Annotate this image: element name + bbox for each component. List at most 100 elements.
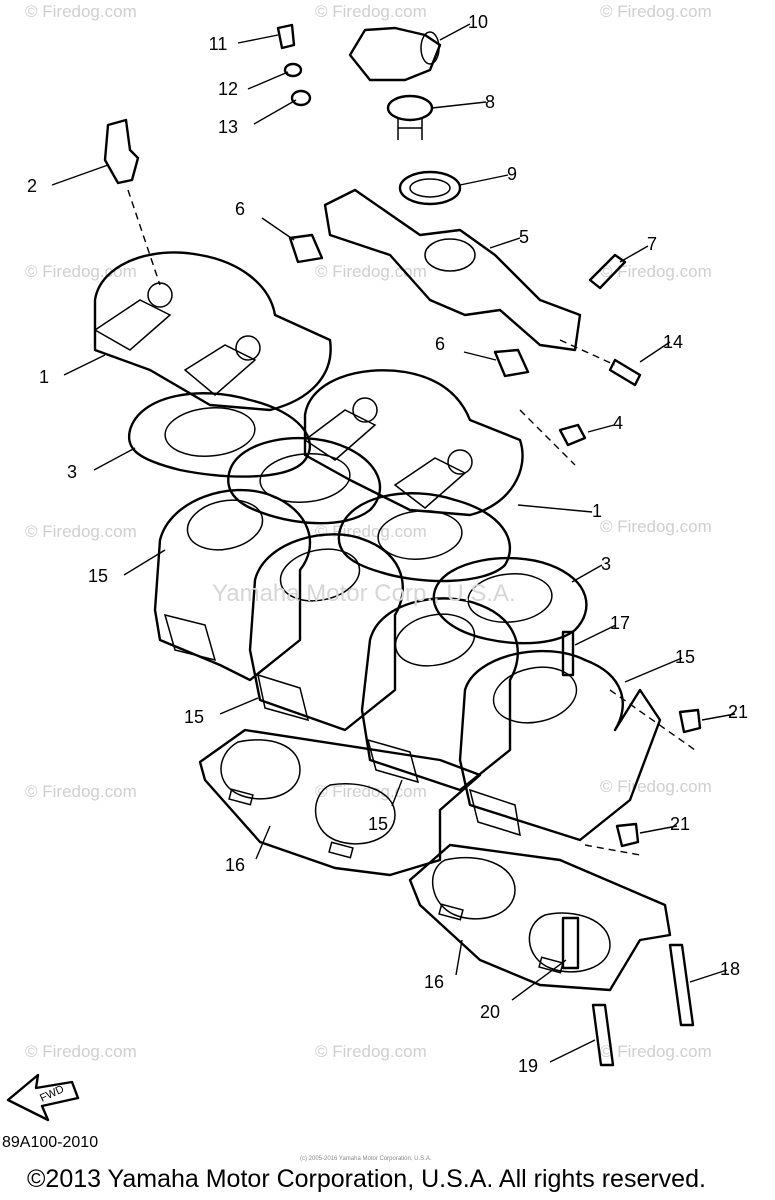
watermark: © Firedog.com [600, 517, 712, 536]
stud-17 [561, 630, 575, 677]
watermark: © Firedog.com [25, 262, 137, 281]
callout-number-6: 6 [235, 199, 245, 219]
callout-number-6: 6 [435, 334, 445, 354]
callout-number-16: 16 [424, 972, 444, 992]
nut-21 [615, 708, 702, 848]
callout-number-7: 7 [647, 234, 657, 254]
dowel-20 [561, 916, 580, 970]
gasket-6 [288, 233, 530, 378]
callout-number-3: 3 [601, 554, 611, 574]
callout-number-1: 1 [592, 501, 602, 521]
callout-number-9: 9 [507, 164, 517, 184]
watermark: © Firedog.com [315, 2, 427, 21]
callout-number-8: 8 [485, 92, 495, 112]
cylinder-head-1-left [93, 251, 332, 412]
assembly-line [519, 409, 576, 466]
callout-leader [689, 969, 728, 983]
callout-leader [463, 351, 497, 361]
callout-leader [439, 23, 471, 41]
callout-number-12: 12 [218, 79, 238, 99]
callout-number-15: 15 [88, 566, 108, 586]
callout-leader [237, 34, 279, 44]
callout-number-15: 15 [184, 707, 204, 727]
watermark: © Firedog.com [25, 782, 137, 801]
callout-leader [123, 549, 166, 576]
callout-leader [574, 624, 617, 646]
cylinder-15-front-right [458, 649, 662, 842]
watermark: © Firedog.com [25, 522, 137, 541]
callout-number-19: 19 [518, 1056, 538, 1076]
thermostat-cover-10 [348, 26, 442, 82]
assembly-line [127, 189, 161, 286]
callout-number-20: 20 [480, 1002, 500, 1022]
callout-number-5: 5 [519, 227, 529, 247]
callout-leader [459, 174, 509, 186]
callout-leader [489, 237, 521, 249]
callout-leader [63, 354, 106, 376]
callout-number-21: 21 [670, 814, 690, 834]
forward-arrow-icon: FWD [6, 1073, 80, 1122]
callout-leader [619, 245, 649, 263]
base-gasket-16-upper [198, 728, 482, 877]
nut-4 [558, 423, 587, 447]
callout-number-2: 2 [27, 176, 37, 196]
callout-number-4: 4 [613, 413, 623, 433]
assembly-line [609, 689, 696, 751]
gasket-9 [398, 170, 462, 206]
callout-number-10: 10 [468, 12, 488, 32]
callout-leader [255, 825, 271, 860]
grommet-13 [290, 89, 312, 107]
watermark: © Firedog.com [315, 1042, 427, 1061]
callout-leader [391, 779, 403, 807]
callout-number-18: 18 [720, 959, 740, 979]
callout-leader [455, 939, 463, 976]
diagram-code: 89A100-2010 [2, 1134, 99, 1151]
assembly-line [559, 339, 616, 366]
callout-number-15: 15 [675, 647, 695, 667]
callout-leader [571, 564, 603, 583]
callout-leader [51, 164, 109, 186]
callout-leader [261, 217, 295, 241]
watermark: © Firedog.com [25, 1042, 137, 1061]
stud-18 [668, 943, 695, 1027]
cylinder-15-mid-right [360, 597, 519, 792]
thermostat-8 [386, 94, 434, 140]
callout-number-17: 17 [610, 613, 630, 633]
callout-number-11: 11 [209, 34, 228, 54]
callout-leader [517, 504, 593, 513]
washer-12 [283, 62, 303, 78]
watermark: © Firedog.com [315, 522, 427, 541]
callout-leader [93, 447, 136, 471]
bolt-11 [276, 23, 296, 50]
callout-number-13: 13 [218, 117, 238, 137]
center-watermark: Yamaha Motor Corp., U.S.A. [212, 580, 516, 607]
stud-19 [591, 1003, 615, 1067]
callout-number-1: 1 [39, 367, 49, 387]
callout-number-14: 14 [663, 332, 683, 352]
callout-number-15: 15 [368, 814, 388, 834]
callout-leader [247, 71, 289, 90]
callout-leader [701, 713, 736, 721]
callout-leader [431, 101, 487, 109]
callout-leader [219, 697, 259, 715]
watermark: © Firedog.com [600, 2, 712, 21]
watermark: © Firedog.com [600, 262, 712, 281]
head-gasket-3-right [337, 492, 588, 645]
assembly-line [584, 844, 641, 856]
callout-leader [549, 1039, 596, 1063]
base-gasket-16-lower [408, 843, 672, 992]
footnote: (c) 2005-2016 Yamaha Motor Corporation, … [300, 1156, 432, 1162]
callout-leader [639, 825, 678, 834]
callout-number-3: 3 [67, 462, 77, 482]
bolt-14 [608, 358, 642, 387]
callout-number-21: 21 [728, 702, 748, 722]
watermark: © Firedog.com [25, 2, 137, 21]
cylinder-15-mid-left [248, 533, 404, 732]
callout-leader [587, 424, 615, 433]
watermark: © Firedog.com [600, 1042, 712, 1061]
water-pipe-5 [323, 188, 582, 352]
watermark: © Firedog.com [600, 777, 712, 796]
copyright-notice: ©2013 Yamaha Motor Corporation, U.S.A. A… [27, 1165, 706, 1193]
